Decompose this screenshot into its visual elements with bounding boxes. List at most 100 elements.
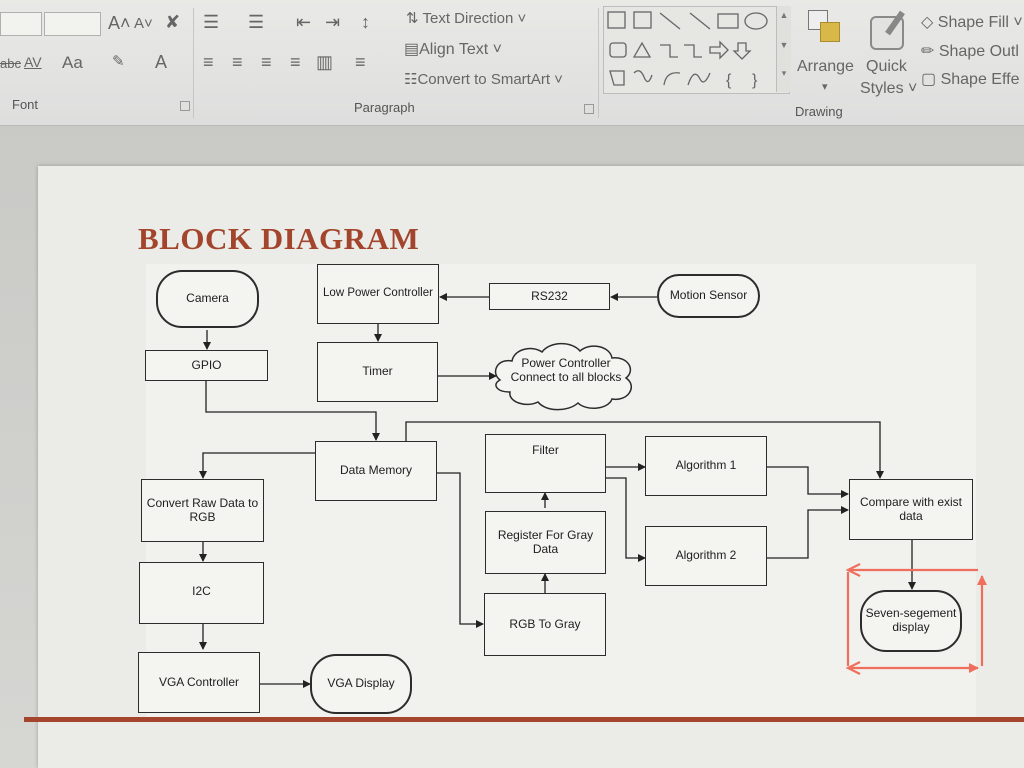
increase-indent-icon[interactable]: ⇥ xyxy=(325,12,341,32)
arrange-button[interactable]: Arrange xyxy=(797,58,854,75)
compare-line2: data xyxy=(899,508,923,523)
node-motion-sensor[interactable]: Motion Sensor xyxy=(657,274,760,318)
node-camera[interactable]: Camera xyxy=(156,270,259,328)
arrow-algorithm1-compare xyxy=(767,466,849,498)
arrow-line-shape-icon xyxy=(689,12,711,30)
arrange-dropdown-icon[interactable]: ▾ xyxy=(822,81,828,93)
convert-smartart-button[interactable]: ☷Convert to SmartArt ˅ xyxy=(404,71,563,88)
gallery-up-icon[interactable]: ▲ xyxy=(779,10,789,20)
font-size-box[interactable] xyxy=(44,12,101,36)
compare-line1: Compare with exist xyxy=(859,494,963,509)
shape-outline-label: Shape Outl xyxy=(938,43,1019,60)
numbering-icon[interactable]: ☰ xyxy=(248,12,265,32)
right-arrow-shape-icon xyxy=(709,40,729,60)
paint-bucket-icon: ◇ xyxy=(921,14,934,31)
text-direction-label: Text Direction xyxy=(422,10,514,27)
align-text-icon: ▤ xyxy=(404,41,420,58)
change-case-button[interactable]: Aa xyxy=(62,53,83,72)
seven-segment-line2: display xyxy=(892,620,930,634)
column-layout-icon[interactable]: ≡ xyxy=(355,52,366,72)
down-arrow-shape-icon xyxy=(732,42,752,60)
text-direction-icon: ⇅ xyxy=(406,10,419,27)
selection-top-left-arrowhead xyxy=(845,563,861,577)
line-spacing-icon[interactable]: ↕ xyxy=(361,12,370,32)
char-spacing-button[interactable]: AV xyxy=(24,54,42,70)
separator xyxy=(193,8,194,118)
node-i2c[interactable]: I2C xyxy=(139,562,264,624)
align-left-icon[interactable]: ≡ xyxy=(203,52,214,72)
paragraph-group-label: Paragraph xyxy=(354,100,415,115)
separator xyxy=(598,8,599,118)
arc-shape-icon xyxy=(663,72,681,86)
arrange-icon xyxy=(808,10,844,46)
text-box-shape-icon xyxy=(607,11,626,29)
paragraph-dialog-launcher-icon[interactable] xyxy=(584,104,594,114)
quick-styles-button[interactable]: Quick xyxy=(866,58,907,75)
slide-title[interactable]: BLOCK DIAGRAM xyxy=(138,221,420,256)
shapes-gallery-icons: { } xyxy=(607,11,768,89)
convert-smartart-label: Convert to SmartArt xyxy=(417,71,550,88)
font-name-box[interactable] xyxy=(0,12,42,36)
selection-bottom-left-arrowhead xyxy=(845,661,861,675)
font-dialog-launcher-icon[interactable] xyxy=(180,101,190,111)
shapes-gallery[interactable]: { } xyxy=(603,6,790,94)
align-text-label: Align Text xyxy=(419,41,489,58)
clear-formatting-icon[interactable]: ✘ xyxy=(165,12,181,32)
node-gpio[interactable]: GPIO xyxy=(145,350,268,381)
quick-styles-label: Styles xyxy=(860,80,904,97)
align-text-button[interactable]: ▤Align Text ˅ xyxy=(404,41,502,58)
slide-bottom-rule xyxy=(24,717,1024,722)
font-color-button[interactable]: A xyxy=(155,52,168,72)
decrease-indent-icon[interactable]: ⇤ xyxy=(296,12,312,32)
shapes-gallery-scroll[interactable]: ▲ ▼ ▾ xyxy=(776,6,791,92)
align-center-icon[interactable]: ≡ xyxy=(232,52,243,72)
shape-outline-button[interactable]: ✏ Shape Outl xyxy=(921,41,1019,61)
quick-styles-icon xyxy=(870,10,910,50)
elbow-connector-shape-icon xyxy=(660,44,678,58)
node-vga-display[interactable]: VGA Display xyxy=(310,654,412,714)
scribble-shape-icon xyxy=(633,70,653,83)
arrow-datamemory-convertraw xyxy=(199,452,315,479)
node-convert-raw[interactable]: Convert Raw Data to RGB xyxy=(141,479,264,542)
register-gray-line2: Data xyxy=(532,541,559,556)
slide[interactable]: BLOCK DIAGRAM xyxy=(24,166,1024,768)
highlight-icon[interactable]: ✎ xyxy=(112,53,125,70)
node-algorithm1[interactable]: Algorithm 1 xyxy=(645,436,767,496)
shape-effects-icon: ▢ xyxy=(921,71,937,88)
shape-fill-button[interactable]: ◇ Shape Fill ˅ xyxy=(921,14,1023,31)
seven-segment-line1: Seven-segement xyxy=(865,606,957,621)
grow-font-button[interactable]: A˄ xyxy=(108,13,131,33)
gallery-down-icon[interactable]: ▼ xyxy=(779,40,789,50)
align-right-icon[interactable]: ≡ xyxy=(261,52,272,72)
line-shape-icon xyxy=(659,12,681,30)
freeform-shape-icon xyxy=(609,70,625,86)
node-data-memory[interactable]: Data Memory xyxy=(315,441,437,501)
node-seven-segment[interactable]: Seven-segement display xyxy=(860,590,962,652)
node-timer[interactable]: Timer xyxy=(317,342,438,402)
node-algorithm2[interactable]: Algorithm 2 xyxy=(645,526,767,586)
justify-icon[interactable]: ≡ xyxy=(290,52,301,72)
node-low-power-controller[interactable]: Low Power Controller xyxy=(317,264,439,324)
node-filter[interactable]: Filter xyxy=(485,434,606,493)
node-power-controller-text[interactable]: Power Controller Connect to all blocks xyxy=(506,356,626,385)
ribbon: A˄ A˅ ✘ abc AV Aa ✎ A Font ☰ ☰ ⇤ ⇥ ↕ ≡ ≡… xyxy=(0,0,1024,126)
node-rgb-to-gray[interactable]: RGB To Gray xyxy=(484,593,606,656)
text-direction-button[interactable]: ⇅ Text Direction ˅ xyxy=(406,10,527,27)
elbow-arrow-shape-icon xyxy=(684,44,702,58)
right-brace-shape-icon: } xyxy=(752,72,758,89)
node-register-gray[interactable]: Register For Gray Data xyxy=(485,511,606,574)
node-compare[interactable]: Compare with exist data xyxy=(849,479,973,540)
gallery-more-icon[interactable]: ▾ xyxy=(781,68,787,78)
shrink-font-button[interactable]: A˅ xyxy=(134,15,153,32)
node-rs232[interactable]: RS232 xyxy=(489,283,610,310)
shape-effects-button[interactable]: ▢ Shape Effe xyxy=(921,69,1019,89)
arrow-datamemory-compare xyxy=(405,421,884,479)
quick-styles-button-line2[interactable]: Styles ˅ xyxy=(860,80,918,97)
shape-fill-label: Shape Fill xyxy=(937,14,1009,31)
node-vga-controller[interactable]: VGA Controller xyxy=(138,652,260,713)
register-gray-line1: Register For Gray xyxy=(497,528,594,542)
strikethrough-button[interactable]: abc xyxy=(0,56,21,71)
columns-icon[interactable]: ▥ xyxy=(316,52,334,72)
triangle-shape-icon xyxy=(632,41,652,58)
bullets-icon[interactable]: ☰ xyxy=(203,12,220,32)
